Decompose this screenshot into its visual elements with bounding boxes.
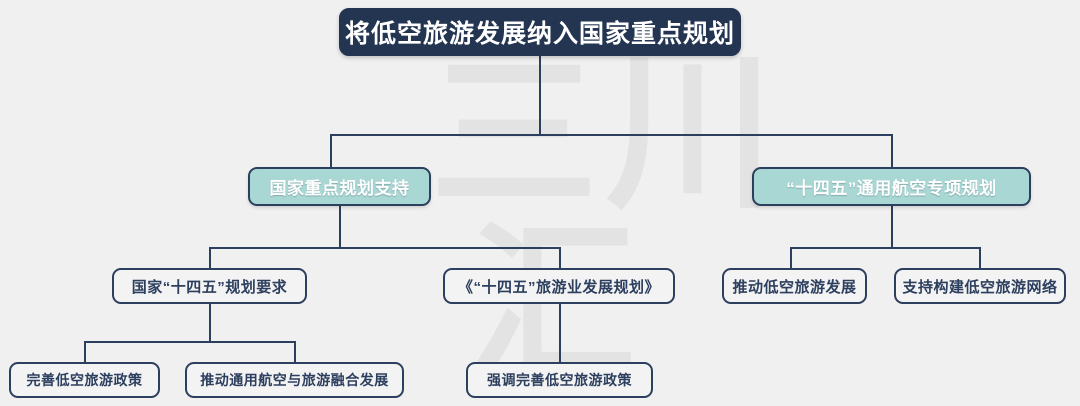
node-level4-emphasize-improve-policy[interactable]: 强调完善低空旅游政策 <box>466 362 653 398</box>
node-level3-support-tourism-network[interactable]: 支持构建低空旅游网络 <box>894 268 1066 304</box>
connector-l4-drop-a <box>84 341 86 363</box>
connector-level2-drop-left <box>330 134 332 168</box>
node-level3-tourism-development-plan[interactable]: 《“十四五”旅游业发展规划》 <box>443 268 675 304</box>
connector-l3b-stem <box>559 303 561 363</box>
node-level4-improve-policy[interactable]: 完善低空旅游政策 <box>9 362 160 398</box>
node-level3-promote-low-altitude-tourism[interactable]: 推动低空旅游发展 <box>722 268 867 304</box>
node-level4-promote-ga-tourism-integration[interactable]: 推动通用航空与旅游融合发展 <box>185 362 404 398</box>
node-level2-14th-five-year-ga-plan-label: “十四五”通用航空专项规划 <box>786 179 997 198</box>
connector-title-stem <box>539 55 541 135</box>
node-level2-national-plan-support[interactable]: 国家重点规划支持 <box>248 167 431 206</box>
node-title-root-label: 将低空旅游发展纳入国家重点规划 <box>344 20 735 48</box>
node-level4-promote-ga-tourism-integration-label: 推动通用航空与旅游融合发展 <box>200 372 389 388</box>
connector-l2b-stem <box>891 205 893 249</box>
connector-l3-drop-d <box>979 247 981 269</box>
node-title-root[interactable]: 将低空旅游发展纳入国家重点规划 <box>339 8 741 56</box>
connector-l3-drop-b <box>559 247 561 269</box>
connector-l3-drop-a <box>209 247 211 269</box>
connector-l4-drop-b <box>294 341 296 363</box>
connector-l3-left-bus <box>209 247 561 249</box>
connector-l3-right-bus <box>790 247 981 249</box>
node-level3-national-14th-plan-requirement[interactable]: 国家“十四五”规划要求 <box>112 268 307 304</box>
connector-l3a-stem <box>209 303 211 343</box>
connector-l3-drop-c <box>790 247 792 269</box>
connector-level2-bus <box>330 134 893 136</box>
node-level3-national-14th-plan-requirement-label: 国家“十四五”规划要求 <box>131 278 288 296</box>
connector-l4-left-bus <box>84 341 296 343</box>
node-level3-tourism-development-plan-label: 《“十四五”旅游业发展规划》 <box>457 278 660 296</box>
node-level2-14th-five-year-ga-plan[interactable]: “十四五”通用航空专项规划 <box>752 167 1031 206</box>
node-level4-emphasize-improve-policy-label: 强调完善低空旅游政策 <box>487 372 632 388</box>
connector-level2-drop-right <box>891 134 893 168</box>
node-level3-support-tourism-network-label: 支持构建低空旅游网络 <box>902 278 1058 296</box>
watermark-text-top: 三川 <box>430 43 782 229</box>
node-level3-promote-low-altitude-tourism-label: 推动低空旅游发展 <box>732 278 857 296</box>
node-level4-improve-policy-label: 完善低空旅游政策 <box>26 372 143 388</box>
connector-l2a-stem <box>339 205 341 249</box>
node-level2-national-plan-support-label: 国家重点规划支持 <box>269 179 410 198</box>
